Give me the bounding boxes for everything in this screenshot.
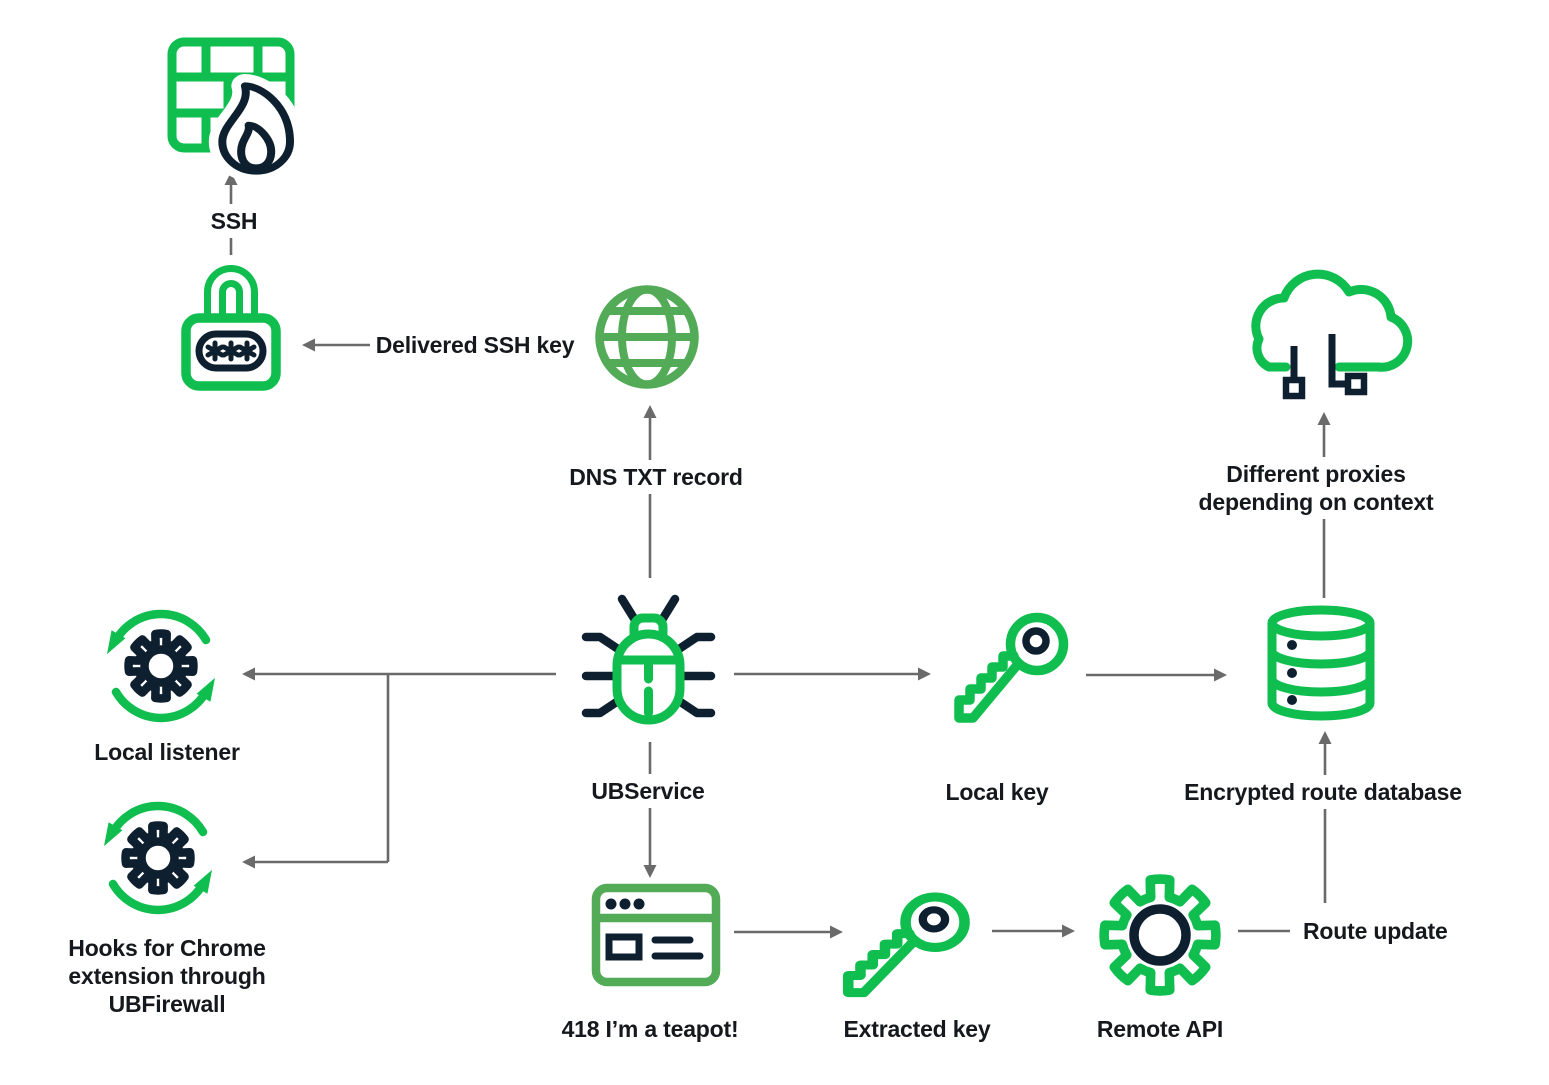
label-hooks-line2: extension through bbox=[68, 963, 266, 989]
arrow-bug-to-browser bbox=[643, 742, 657, 878]
network-nodes-icon bbox=[1282, 334, 1368, 400]
database-icon bbox=[1267, 605, 1375, 722]
label-encrypted-route-database: Encrypted route database bbox=[1175, 775, 1471, 809]
label-ssh: SSH bbox=[201, 204, 267, 238]
arrow-browser-to-extracted-key bbox=[734, 925, 843, 939]
label-delivered-ssh-key: Delivered SSH key bbox=[375, 332, 575, 358]
arrow-route-update-to-database bbox=[1318, 731, 1332, 903]
sync-arrows-gear-icon-local-listener bbox=[104, 602, 222, 730]
label-different-proxies-line1: Different proxies bbox=[1226, 461, 1406, 487]
arrow-bug-to-globe bbox=[643, 405, 657, 578]
label-dns-txt-record: DNS TXT record bbox=[560, 460, 752, 494]
gear-icon-remote-api bbox=[1098, 873, 1222, 997]
label-different-proxies: Different proxies depending on context bbox=[1189, 457, 1443, 519]
label-local-listener: Local listener bbox=[94, 739, 240, 765]
arrow-bug-to-local-listener bbox=[242, 667, 556, 869]
flame-icon bbox=[208, 74, 304, 183]
label-hooks-line3: UBFirewall bbox=[108, 991, 226, 1017]
key-icon-local bbox=[948, 608, 1072, 730]
label-local-key: Local key bbox=[945, 779, 1049, 805]
label-remote-api: Remote API bbox=[1096, 1016, 1224, 1042]
bug-icon bbox=[573, 592, 716, 732]
label-ubservice: UBService bbox=[582, 774, 714, 808]
padlock-password-icon bbox=[181, 256, 281, 394]
arrow-local-key-to-database bbox=[1086, 668, 1227, 682]
label-hooks-for-chrome: Hooks for Chrome extension through UBFir… bbox=[68, 934, 266, 1018]
asterisks bbox=[205, 340, 257, 362]
browser-window-icon bbox=[591, 883, 721, 987]
label-extracted-key: Extracted key bbox=[843, 1016, 991, 1042]
arrow-delivered-key-to-padlock bbox=[302, 338, 370, 352]
sync-arrows-gear-icon-hooks bbox=[101, 794, 219, 922]
key-icon-extracted bbox=[836, 888, 974, 1004]
label-route-update: Route update bbox=[1303, 918, 1448, 944]
arrow-extracted-key-to-remote-api bbox=[992, 924, 1075, 938]
cloud-icon bbox=[1239, 266, 1413, 406]
label-different-proxies-line2: depending on context bbox=[1198, 489, 1434, 515]
label-418-teapot: 418 I’m a teapot! bbox=[561, 1016, 739, 1042]
arrow-bug-to-local-key bbox=[734, 667, 931, 681]
firewall-icon bbox=[167, 37, 304, 184]
label-hooks-line1: Hooks for Chrome bbox=[68, 935, 266, 961]
globe-icon bbox=[594, 284, 700, 390]
